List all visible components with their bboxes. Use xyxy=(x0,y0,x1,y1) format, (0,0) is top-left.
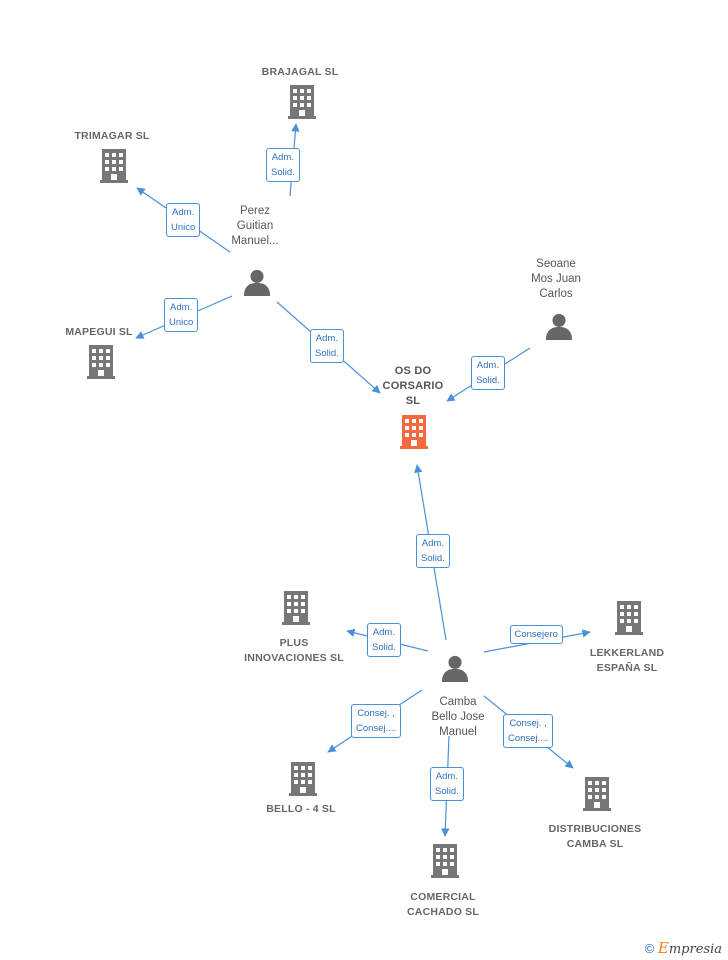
edge-role-badge[interactable]: Adm.Solid. xyxy=(310,329,344,363)
edge-role-badge[interactable]: Consej. ,Consej.... xyxy=(351,704,402,738)
brand-initial: E xyxy=(657,939,669,957)
building-icon[interactable] xyxy=(100,149,128,183)
company-name[interactable]: TRIMAGAR SL xyxy=(74,129,150,142)
edge-role-badge[interactable]: Adm.Unico xyxy=(164,298,199,332)
building-icon[interactable] xyxy=(282,591,310,625)
edge-role-badge[interactable]: Adm.Solid. xyxy=(430,767,464,801)
person-icon[interactable] xyxy=(243,269,271,296)
company-name[interactable]: MAPEGUI SL xyxy=(65,325,133,338)
building-icon[interactable] xyxy=(289,762,317,796)
edge-role-badge[interactable]: Adm.Solid. xyxy=(367,623,401,657)
building-icon[interactable] xyxy=(431,844,459,878)
person-icon[interactable] xyxy=(545,313,573,340)
edge-role-badge[interactable]: Adm.Solid. xyxy=(416,534,450,568)
edge-role-badge[interactable]: Adm.Unico xyxy=(166,203,201,237)
edge-role-badge[interactable]: Consej. ,Consej.... xyxy=(503,714,554,748)
empresia-logo: © Empresia xyxy=(645,939,722,957)
company-name[interactable]: BRAJAGAL SL xyxy=(261,65,339,78)
building-icon[interactable] xyxy=(87,345,115,379)
building-icon[interactable] xyxy=(400,415,428,449)
building-icon[interactable] xyxy=(583,777,611,811)
edge-role-badge[interactable]: Consejero xyxy=(509,624,563,644)
building-icon[interactable] xyxy=(615,601,643,635)
edge-role-badge[interactable]: Adm.Solid. xyxy=(471,356,505,390)
person-icon[interactable] xyxy=(441,655,469,682)
copyright-icon: © xyxy=(644,941,655,956)
edge-role-badge[interactable]: Adm.Solid. xyxy=(266,148,300,182)
company-name[interactable]: BELLO - 4 SL xyxy=(266,803,336,815)
brand-name: mpresia xyxy=(668,942,722,957)
building-icon[interactable] xyxy=(288,85,316,119)
